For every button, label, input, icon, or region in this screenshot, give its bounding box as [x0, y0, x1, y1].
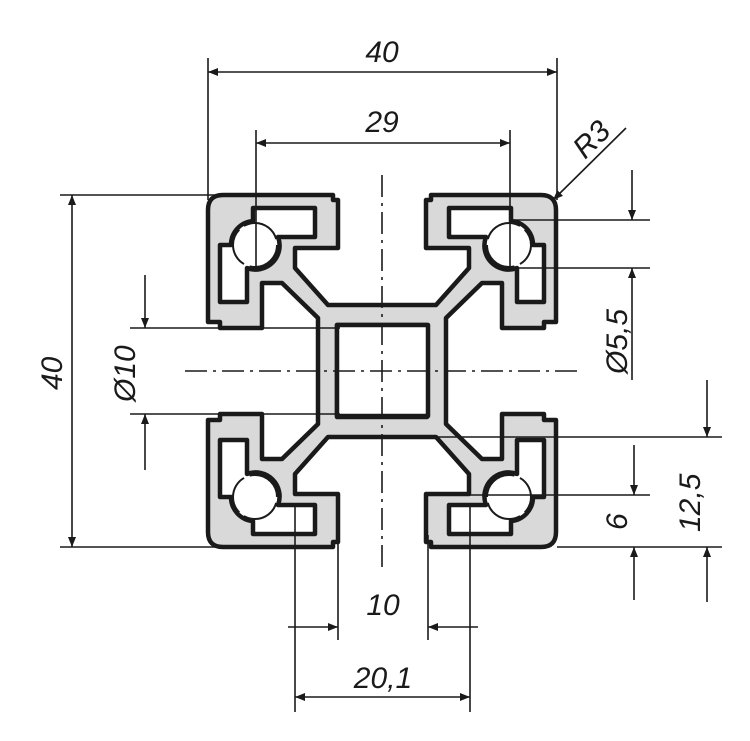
dim-radius-r3: R3 — [552, 114, 627, 201]
dim-label: 12,5 — [674, 473, 707, 532]
dim-slot-depth-6: 6 — [470, 445, 650, 600]
dim-width-40: 40 — [207, 36, 558, 200]
dim-label: 6 — [601, 513, 634, 530]
dim-label: 10 — [366, 589, 400, 622]
dim-label: 29 — [364, 106, 399, 139]
dim-label: 40 — [36, 356, 69, 390]
dim-label: 40 — [365, 36, 399, 69]
dim-slot-offset-12-5: 12,5 — [430, 380, 722, 602]
center-lines — [185, 175, 580, 570]
dim-slot-inner-20-1: 20,1 — [294, 505, 471, 712]
dim-bore-5-5: Ø5,5 — [512, 170, 650, 380]
dim-label: R3 — [567, 114, 618, 165]
dim-label: 20,1 — [353, 662, 412, 695]
dim-label: Ø5,5 — [601, 309, 634, 375]
dim-height-40: 40 — [36, 194, 230, 548]
dim-label: Ø10 — [109, 345, 142, 403]
dim-slot-width-10: 10 — [288, 535, 478, 640]
dim-center-bore-10: Ø10 — [109, 275, 340, 470]
dim-groove-29: 29 — [255, 106, 511, 270]
